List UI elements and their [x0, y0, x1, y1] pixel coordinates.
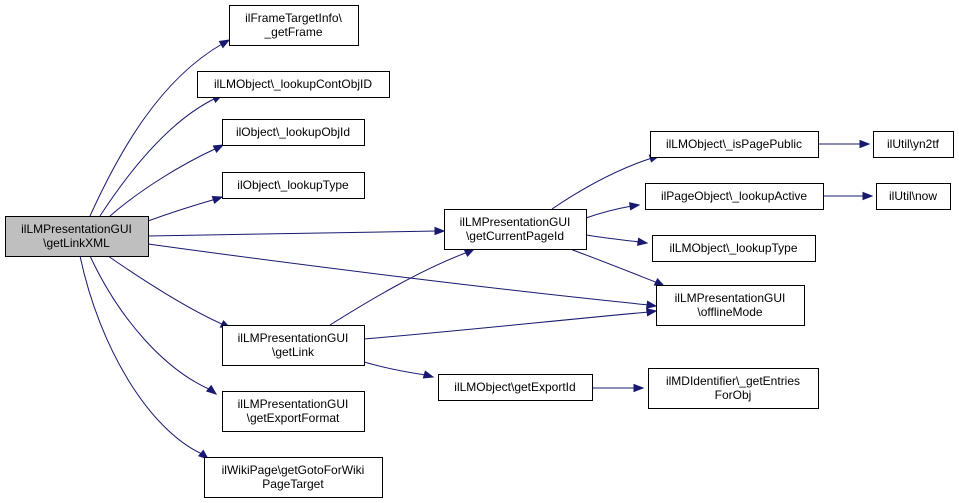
node-label: ForObj: [715, 388, 752, 402]
node-box: [656, 285, 805, 326]
nodes-layer: ilLMPresentationGUI\getLinkXMLilFrameTar…: [5, 5, 954, 498]
arrowhead: [212, 144, 225, 154]
arrowhead: [205, 384, 218, 395]
edge-getLinkXML-to-getCurrentPageId: [147, 226, 446, 237]
node-label: ilObject\_lookupObjId: [236, 125, 350, 139]
edge-getCurrentPageId-to-lmLookupType: [585, 234, 649, 246]
node-label: _getFrame: [263, 25, 322, 39]
arrowhead: [859, 139, 871, 149]
arrowhead: [197, 449, 210, 460]
arrowhead: [628, 202, 641, 211]
node-box: [222, 172, 365, 199]
node-getCurrentPageId[interactable]: ilLMPresentationGUI\getCurrentPageId: [444, 209, 587, 250]
arrowhead: [653, 277, 666, 287]
node-label: \getLinkXML: [43, 236, 110, 250]
node-label: ilUtil\yn2tf: [887, 137, 940, 151]
edge-getLink-to-getCurrentPageId: [329, 248, 476, 326]
node-getLinkXML[interactable]: ilLMPresentationGUI\getLinkXML: [5, 216, 149, 257]
edge-getLinkXML-to-getExportFormat: [89, 255, 218, 395]
edge-getLinkXML-to-getGotoForWiki: [79, 255, 210, 460]
node-label: ilObject\_lookupType: [237, 178, 349, 192]
arrowhead: [645, 300, 658, 309]
node-box: [652, 235, 816, 262]
node-box: [645, 183, 824, 210]
node-now[interactable]: ilUtil\now: [876, 183, 951, 210]
node-label: \getExportFormat: [247, 411, 340, 425]
arrowhead: [645, 308, 658, 317]
node-label: ilLMObject\_lookupType: [669, 241, 797, 255]
edge-getLinkXML-to-lookupObjId: [109, 144, 225, 217]
node-offlineMode[interactable]: ilLMPresentationGUI\offlineMode: [656, 285, 805, 326]
arrowhead: [463, 248, 476, 258]
node-box: [229, 5, 359, 46]
node-box: [222, 325, 365, 366]
node-box: [222, 391, 365, 432]
edge-getLinkXML-to-lookupType: [147, 195, 224, 222]
node-label: ilLMObject\getExportId: [454, 380, 575, 394]
node-isPagePublic[interactable]: ilLMObject\_isPagePublic: [650, 131, 819, 158]
node-box: [204, 457, 383, 498]
node-box: [197, 71, 390, 98]
edge-getCurrentPageId-to-offlineMode: [569, 248, 666, 287]
node-label: ilLMObject\_lookupContObjID: [214, 77, 372, 91]
edges-layer: [79, 39, 874, 460]
node-lookupActive[interactable]: ilPageObject\_lookupActive: [645, 183, 824, 210]
node-yn2tf[interactable]: ilUtil\yn2tf: [873, 131, 954, 158]
node-box: [438, 374, 593, 401]
node-box: [444, 209, 587, 250]
edge-isPagePublic-to-yn2tf: [818, 139, 871, 149]
node-box: [648, 368, 819, 409]
node-box: [5, 216, 149, 257]
node-label: ilLMPresentationGUI: [460, 215, 571, 229]
node-label: ilMDIdentifier\_getEntries: [666, 374, 800, 388]
arrowhead: [218, 39, 231, 49]
node-label: PageTarget: [262, 477, 324, 491]
node-label: \offlineMode: [697, 305, 762, 319]
edge-getLink-to-offlineMode: [363, 308, 658, 340]
node-getExportFormat[interactable]: ilLMPresentationGUI\getExportFormat: [222, 391, 365, 432]
node-label: ilFrameTargetInfo\: [245, 11, 342, 25]
arrowhead: [434, 226, 446, 236]
edge-getLinkXML-to-getFrame: [89, 39, 231, 217]
node-label: ilLMPresentationGUI: [238, 397, 349, 411]
node-box: [650, 131, 819, 158]
node-lookupObjId[interactable]: ilObject\_lookupObjId: [222, 119, 365, 146]
node-label: \getLink: [272, 345, 315, 359]
node-getLink[interactable]: ilLMPresentationGUI\getLink: [222, 325, 365, 366]
arrowhead: [636, 237, 649, 246]
node-lookupType[interactable]: ilObject\_lookupType: [222, 172, 365, 199]
edge-getCurrentPageId-to-lookupActive: [585, 202, 641, 219]
node-label: ilPageObject\_lookupActive: [661, 189, 807, 203]
node-label: ilLMPresentationGUI: [238, 331, 349, 345]
node-getFrame[interactable]: ilFrameTargetInfo\_getFrame: [229, 5, 359, 46]
edge-getExportId-to-getEntriesForObj: [591, 383, 645, 393]
node-label: ilUtil\now: [889, 189, 937, 203]
edge-getLinkXML-to-offlineMode: [147, 243, 658, 309]
node-box: [873, 131, 954, 158]
node-lookupContObjID[interactable]: ilLMObject\_lookupContObjID: [197, 71, 390, 98]
node-label: \getCurrentPageId: [466, 229, 564, 243]
node-box: [876, 183, 951, 210]
arrowhead: [422, 370, 435, 379]
edge-lookupActive-to-now: [823, 191, 874, 201]
node-label: ilWikiPage\getGotoForWiki: [222, 463, 365, 477]
arrowhead: [211, 195, 224, 205]
edge-getLinkXML-to-lookupContObjID: [99, 94, 224, 217]
node-label: ilLMPresentationGUI: [21, 222, 132, 236]
node-lmLookupType[interactable]: ilLMObject\_lookupType: [652, 235, 816, 262]
edge-getCurrentPageId-to-isPagePublic: [551, 154, 661, 210]
arrowhead: [633, 383, 645, 393]
node-box: [222, 119, 365, 146]
edge-getLink-to-getExportId: [363, 361, 435, 379]
arrowhead: [862, 191, 874, 201]
node-label: ilLMPresentationGUI: [675, 291, 786, 305]
node-label: ilLMObject\_isPagePublic: [666, 137, 802, 151]
node-getExportId[interactable]: ilLMObject\getExportId: [438, 374, 593, 401]
